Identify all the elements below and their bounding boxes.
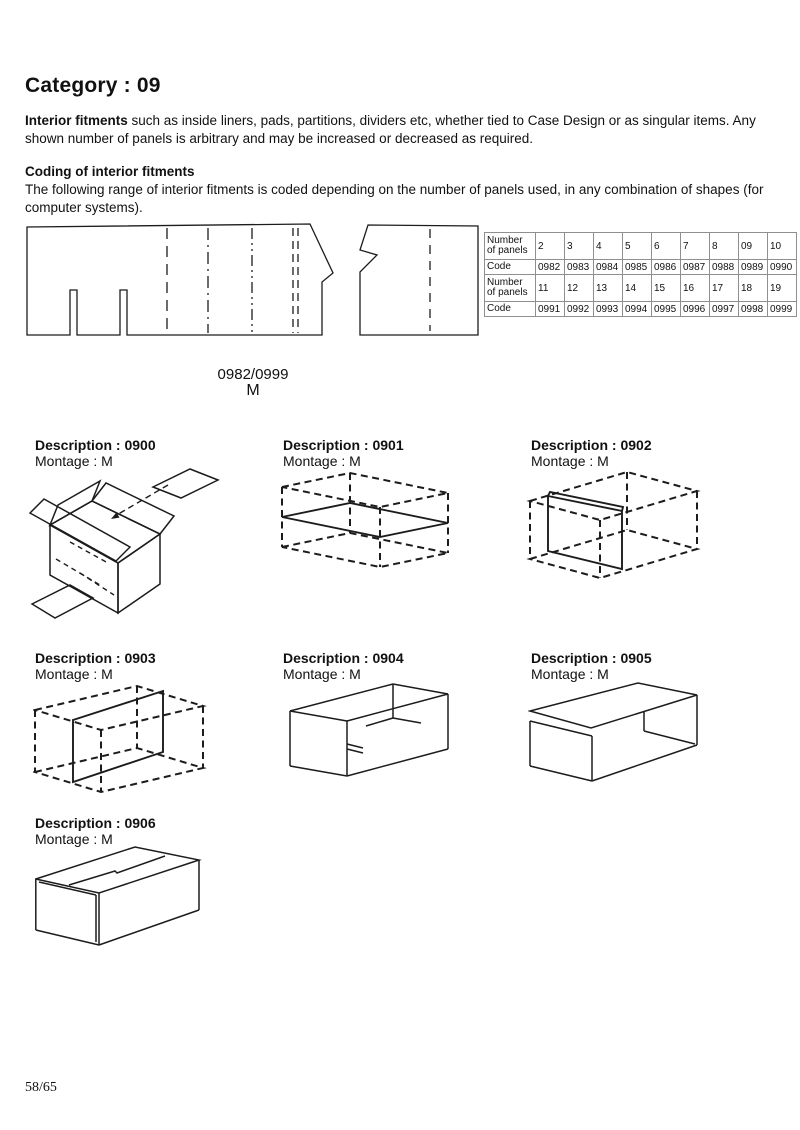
design-montage: Montage : M — [35, 453, 113, 469]
design-0902: Description : 0902 Montage : M — [526, 437, 776, 583]
figure-0903 — [33, 684, 207, 794]
design-0903: Description : 0903 Montage : M — [33, 650, 280, 796]
design-montage: Montage : M — [531, 666, 609, 682]
code-cell: 0993 — [593, 301, 623, 317]
code-cell: 0982 — [535, 259, 565, 275]
figure-0901 — [281, 471, 449, 569]
panels-cell: 7 — [680, 232, 710, 260]
code-cell: 0991 — [535, 301, 565, 317]
design-0905: Description : 0905 Montage : M — [528, 650, 776, 787]
intro-lead-bold: Interior fitments — [25, 113, 128, 128]
code-cell: 0984 — [593, 259, 623, 275]
blank-code-range: 0982/0999 — [217, 366, 289, 383]
blank-caption: 0982/0999 M — [178, 366, 328, 400]
design-0904: Description : 0904 Montage : M — [283, 650, 528, 782]
panels-cell: 11 — [535, 274, 565, 302]
code-cell: 0985 — [622, 259, 652, 275]
design-0900: Description : 0900 Montage : M — [28, 437, 280, 627]
code-cell: 0986 — [651, 259, 681, 275]
panels-cell: 15 — [651, 274, 681, 302]
panels-cell: 17 — [709, 274, 739, 302]
panel-code-table: Number of panels 2 3 4 5 6 7 8 09 10 Cod… — [484, 232, 797, 317]
design-description: Description : 0900 — [35, 437, 156, 453]
row-label: Number of panels — [484, 274, 536, 302]
coding-heading: Coding of interior fitments — [25, 164, 195, 179]
figure-0902 — [526, 470, 701, 580]
code-cell: 0987 — [680, 259, 710, 275]
code-cell: 0994 — [622, 301, 652, 317]
code-cell: 0995 — [651, 301, 681, 317]
panels-cell: 10 — [767, 232, 797, 260]
page-title: Category : 09 — [25, 74, 161, 97]
panels-cell: 14 — [622, 274, 652, 302]
design-montage: Montage : M — [35, 666, 113, 682]
figure-0904 — [289, 683, 449, 777]
code-cell: 0998 — [738, 301, 768, 317]
design-montage: Montage : M — [35, 831, 113, 847]
panels-cell: 16 — [680, 274, 710, 302]
panels-cell: 5 — [622, 232, 652, 260]
design-description: Description : 0904 — [283, 650, 404, 666]
design-0906: Description : 0906 Montage : M — [35, 815, 280, 950]
code-cell: 0999 — [767, 301, 797, 317]
blank-montage-letter: M — [246, 382, 260, 399]
coding-paragraph: The following range of interior fitments… — [25, 182, 764, 215]
row-label: Number of panels — [484, 232, 536, 260]
design-description: Description : 0901 — [283, 437, 404, 453]
figure-0905 — [528, 682, 698, 782]
flat-blank-diagram — [25, 222, 485, 342]
design-description: Description : 0902 — [531, 437, 652, 453]
code-cell: 0989 — [738, 259, 768, 275]
code-cell: 0992 — [564, 301, 594, 317]
code-cell: 0990 — [767, 259, 797, 275]
figure-0906 — [35, 846, 202, 946]
design-description: Description : 0905 — [531, 650, 652, 666]
flat-blank-drawing — [26, 223, 479, 336]
code-cell: 0983 — [564, 259, 594, 275]
panels-cell: 4 — [593, 232, 623, 260]
design-description: Description : 0903 — [35, 650, 156, 666]
panels-cell: 3 — [564, 232, 594, 260]
panels-cell: 12 — [564, 274, 594, 302]
intro-text: such as inside liners, pads, partitions,… — [25, 113, 756, 146]
panels-cell: 2 — [535, 232, 565, 260]
panel-code-table-wrap: Number of panels 2 3 4 5 6 7 8 09 10 Cod… — [484, 232, 797, 317]
code-cell: 0988 — [709, 259, 739, 275]
codes-row: Code 0982 0983 0984 0985 0986 0987 0988 … — [484, 259, 797, 275]
design-montage: Montage : M — [283, 453, 361, 469]
panels-cell: 8 — [709, 232, 739, 260]
design-montage: Montage : M — [531, 453, 609, 469]
figure-0900 — [28, 468, 220, 619]
panels-cell: 19 — [767, 274, 797, 302]
panels-row: Number of panels 2 3 4 5 6 7 8 09 10 — [484, 232, 797, 260]
panels-row: Number of panels 11 12 13 14 15 16 17 18… — [484, 274, 797, 302]
design-description: Description : 0906 — [35, 815, 156, 831]
panels-cell: 18 — [738, 274, 768, 302]
panels-cell: 13 — [593, 274, 623, 302]
row-label: Code — [484, 301, 536, 317]
panels-cell: 09 — [738, 232, 768, 260]
code-cell: 0996 — [680, 301, 710, 317]
page-number: 58/65 — [25, 1080, 57, 1095]
code-cell: 0997 — [709, 301, 739, 317]
design-montage: Montage : M — [283, 666, 361, 682]
design-0901: Description : 0901 Montage : M — [281, 437, 528, 574]
row-label: Code — [484, 259, 536, 275]
codes-row: Code 0991 0992 0993 0994 0995 0996 0997 … — [484, 301, 797, 317]
intro-paragraph: Interior fitments such as inside liners,… — [25, 112, 777, 148]
panels-cell: 6 — [651, 232, 681, 260]
